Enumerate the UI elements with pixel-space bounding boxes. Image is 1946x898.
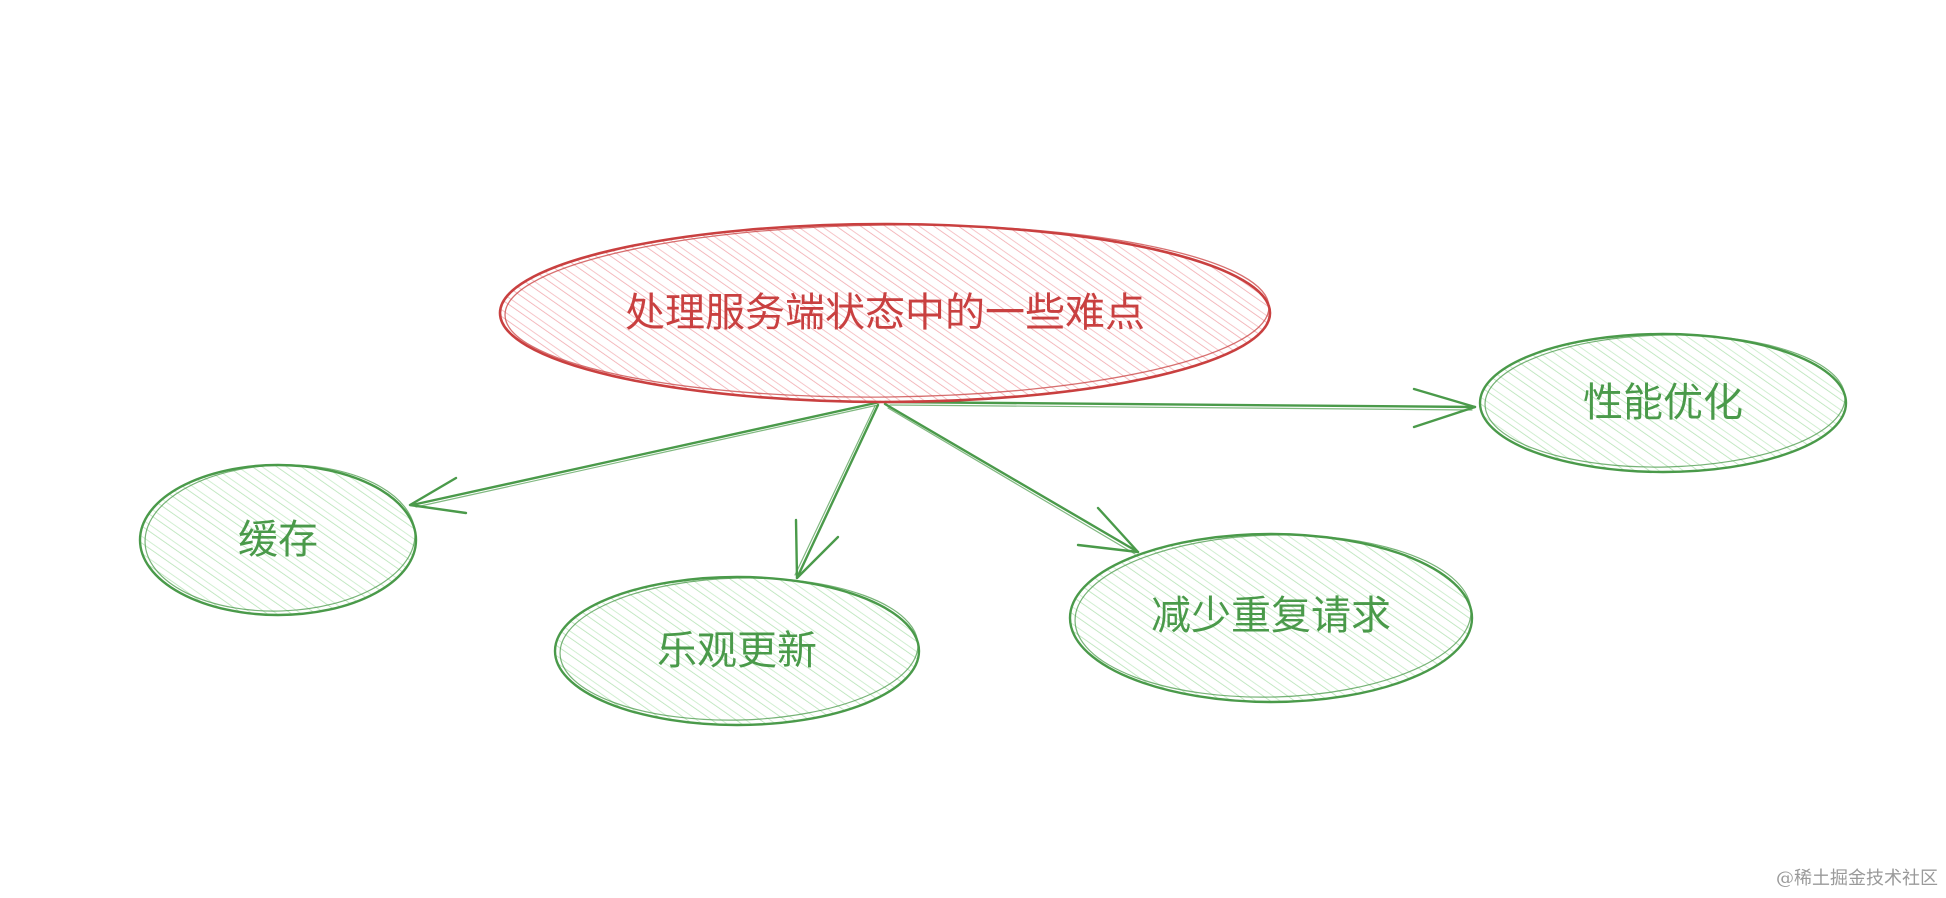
watermark: @稀土掘金技术社区 xyxy=(1776,868,1938,889)
edges xyxy=(408,387,1477,580)
node-optimistic[interactable]: 乐观更新 xyxy=(553,573,921,727)
node-dedupe[interactable]: 减少重复请求 xyxy=(1068,530,1474,704)
root-node-label: 处理服务端状态中的一些难点 xyxy=(625,290,1145,336)
arrowhead-optimistic xyxy=(794,518,840,580)
edge-root-to-perf xyxy=(883,387,1477,429)
arrowhead-dedupe xyxy=(1076,506,1140,554)
node-cache-label: 缓存 xyxy=(238,517,318,563)
node-perf[interactable]: 性能优化 xyxy=(1478,331,1848,474)
node-dedupe-label: 减少重复请求 xyxy=(1151,593,1391,639)
edge-root-to-optimistic xyxy=(794,403,880,580)
edge-root-to-dedupe xyxy=(883,402,1140,555)
arrowhead-cache xyxy=(408,476,468,515)
node-cache[interactable]: 缓存 xyxy=(138,460,418,617)
edge-root-to-cache xyxy=(408,400,882,515)
root-node[interactable]: 处理服务端状态中的一些难点 xyxy=(498,221,1272,404)
node-optimistic-label: 乐观更新 xyxy=(657,628,817,674)
arrowhead-perf xyxy=(1412,387,1477,429)
node-perf-label: 性能优化 xyxy=(1583,380,1743,426)
